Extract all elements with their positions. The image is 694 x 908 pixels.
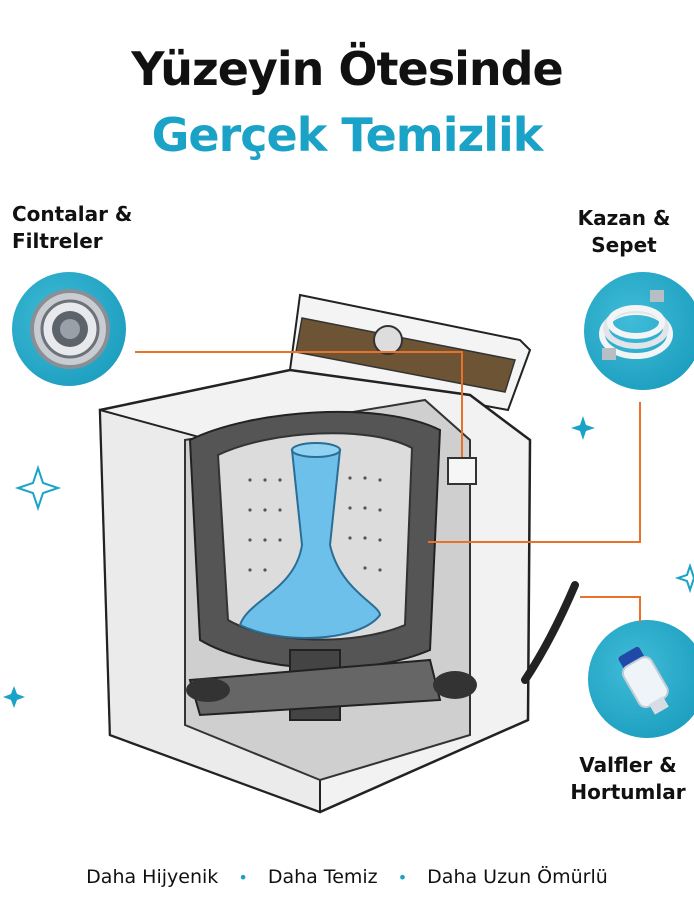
sparkle-icon — [571, 416, 595, 440]
callout-valves-hoses: Valfler & Hortumlar — [568, 752, 688, 806]
headline-line2: Gerçek Temizlik — [151, 108, 544, 162]
door-seal-icon — [30, 289, 110, 369]
callout-seals-line1: Contalar & — [12, 202, 133, 226]
sparkle-icon — [674, 562, 694, 594]
benefit-hygienic: Daha Hijyenik — [86, 866, 219, 888]
footer-separator: • — [397, 868, 408, 887]
hose-badge — [584, 272, 694, 390]
hose-icon — [599, 290, 673, 360]
headline-line1: Yüzeyin Ötesinde — [131, 42, 564, 96]
callout-valves-line1: Valfler & — [579, 753, 677, 777]
callout-drum-basket: Kazan & Sepet — [564, 205, 684, 259]
sparkle-icon — [14, 464, 62, 512]
callout-drum-line2: Sepet — [591, 233, 657, 257]
door-seal-badge — [12, 272, 126, 386]
sparkle-icon — [3, 686, 25, 708]
callout-seals-line2: Filtreler — [12, 229, 103, 253]
callout-valves-line2: Hortumlar — [570, 780, 686, 804]
footer-separator: • — [238, 868, 248, 887]
valve-filter-badge — [588, 620, 694, 738]
callout-seals-filters: Contalar & Filtreler — [12, 201, 132, 255]
benefit-longer-life: Daha Uzun Ömürlü — [427, 866, 608, 888]
valve-filter-icon — [618, 646, 669, 715]
benefits-footer: Daha Hijyenik • Daha Temiz • Daha Uzun Ö… — [0, 866, 694, 888]
benefit-cleaner: Daha Temiz — [267, 866, 378, 888]
callout-drum-line1: Kazan & — [577, 206, 671, 230]
